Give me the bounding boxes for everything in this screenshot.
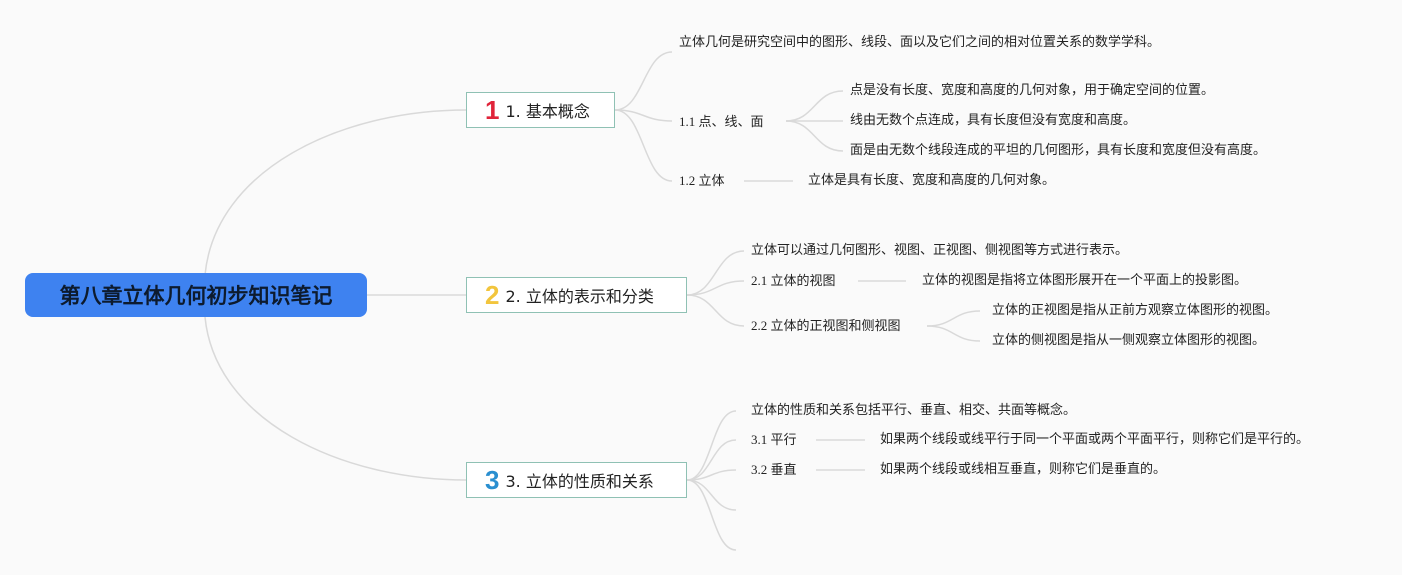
connector-root-branch-1 xyxy=(204,109,467,276)
connector-b2-2-1 xyxy=(926,325,981,342)
branch-3-label: 3. 立体的性质和关系 xyxy=(505,472,654,491)
subtopic-3-2[interactable]: 3.2 垂直 xyxy=(751,462,797,477)
connector-b2-0 xyxy=(686,250,745,296)
connector-root-branch-3 xyxy=(204,316,467,481)
connector-b2-1 xyxy=(686,280,745,296)
connector-b1-0 xyxy=(614,51,673,111)
branch-3-number: 3 xyxy=(485,465,500,495)
leaf-3-1-1: 如果两个线段或线平行于同一个平面或两个平面平行，则称它们是平行的。 xyxy=(880,432,1310,447)
branch-1-intro: 立体几何是研究空间中的图形、线段、面以及它们之间的相对位置关系的数学学科。 xyxy=(679,35,1161,50)
root-topic[interactable]: 第八章立体几何初步知识笔记 xyxy=(25,273,367,317)
subtopic-2-2[interactable]: 2.2 立体的正视图和侧视图 xyxy=(751,318,901,333)
branch-2-label: 2. 立体的表示和分类 xyxy=(505,287,654,306)
branch-3-topic[interactable]: 3 3. 立体的性质和关系 xyxy=(466,462,687,498)
subtopic-1-2[interactable]: 1.2 立体 xyxy=(679,173,725,188)
leaf-2-2-2: 立体的侧视图是指从一侧观察立体图形的视图。 xyxy=(992,333,1266,348)
connector-b1-1 xyxy=(614,109,673,122)
connector-b1-1-0 xyxy=(785,90,844,122)
leaf-2-2-1: 立体的正视图是指从正前方观察立体图形的视图。 xyxy=(992,303,1279,318)
connector-b1-1-2 xyxy=(785,120,844,152)
connector-b3-3 xyxy=(686,479,737,511)
subtopic-1-1[interactable]: 1.1 点、线、面 xyxy=(679,114,764,129)
branch-1-topic[interactable]: 1 1. 基本概念 xyxy=(466,92,615,128)
connector-b3-4 xyxy=(686,479,737,551)
leaf-1-1-1: 点是没有长度、宽度和高度的几何对象，用于确定空间的位置。 xyxy=(850,83,1215,98)
root-topic-label: 第八章立体几何初步知识笔记 xyxy=(59,284,333,308)
branch-3-intro: 立体的性质和关系包括平行、垂直、相交、共面等概念。 xyxy=(751,403,1077,418)
leaf-2-1-1: 立体的视图是指将立体图形展开在一个平面上的投影图。 xyxy=(922,273,1248,288)
connector-b2-2-0 xyxy=(926,310,981,327)
connector-b3-0 xyxy=(686,410,737,481)
connector-b2-2 xyxy=(686,294,745,327)
leaf-3-2-1: 如果两个线段或线相互垂直，则称它们是垂直的。 xyxy=(880,462,1167,477)
branch-1-number: 1 xyxy=(485,95,500,125)
leaf-1-2-1: 立体是具有长度、宽度和高度的几何对象。 xyxy=(808,173,1056,188)
connector-b1-2 xyxy=(614,109,673,182)
branch-2-number: 2 xyxy=(485,280,500,310)
branch-2-intro: 立体可以通过几何图形、视图、正视图、侧视图等方式进行表示。 xyxy=(751,243,1129,258)
subtopic-3-1[interactable]: 3.1 平行 xyxy=(751,432,797,447)
branch-1-label: 1. 基本概念 xyxy=(505,102,590,121)
branch-2-topic[interactable]: 2 2. 立体的表示和分类 xyxy=(466,277,687,313)
leaf-1-1-3: 面是由无数个线段连成的平坦的几何图形，具有长度和宽度但没有高度。 xyxy=(850,143,1267,158)
subtopic-2-1[interactable]: 2.1 立体的视图 xyxy=(751,273,836,288)
leaf-1-1-2: 线由无数个点连成，具有长度但没有宽度和高度。 xyxy=(850,113,1137,128)
connector-b3-2 xyxy=(686,469,737,481)
